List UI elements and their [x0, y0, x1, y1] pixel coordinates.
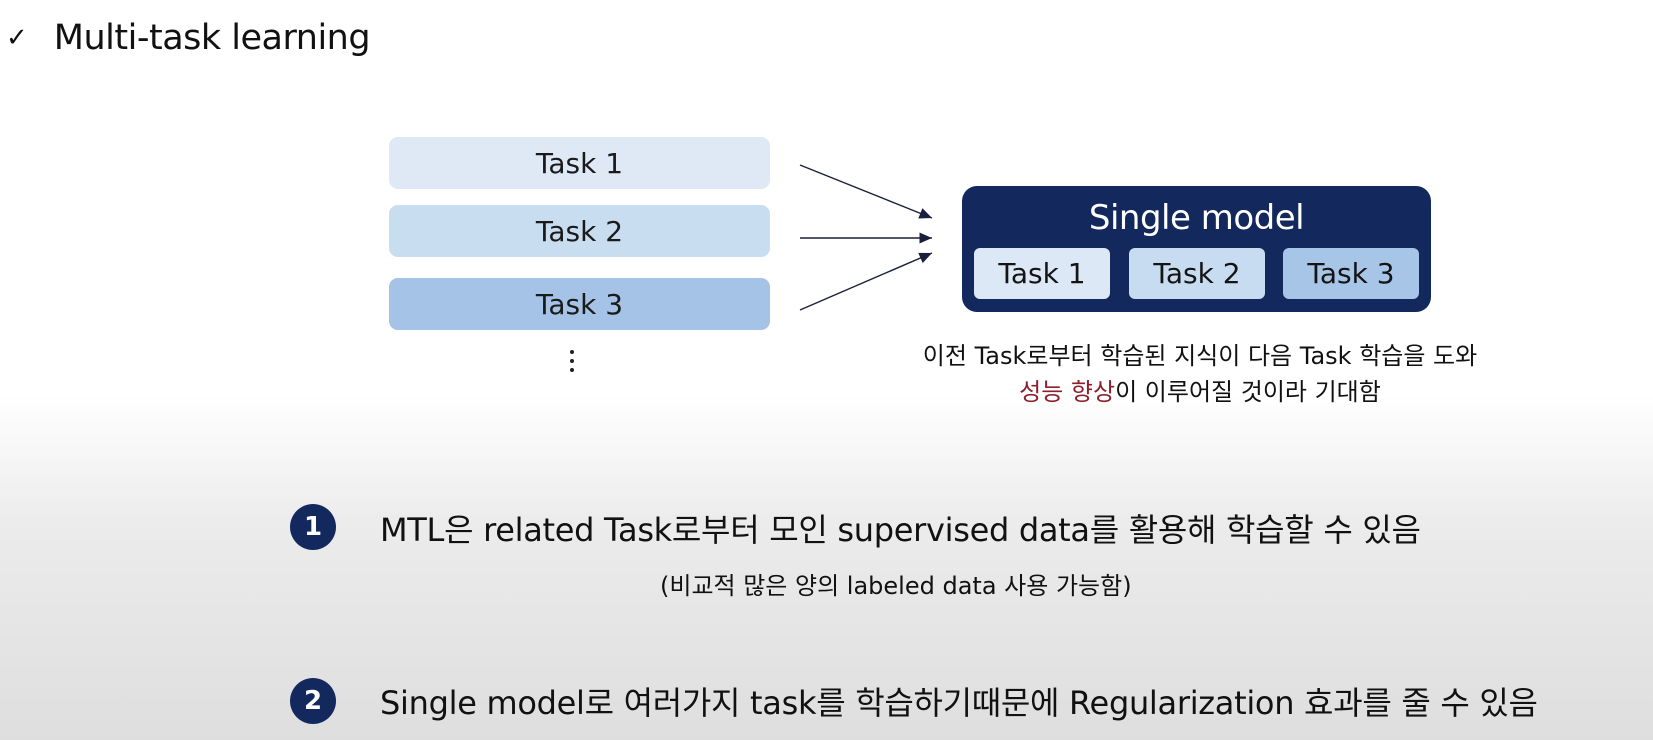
model-task-2: Task 2 [1129, 248, 1265, 299]
model-title: Single model [1088, 198, 1305, 238]
task-box-3: Task 3 [389, 278, 770, 330]
number-badge-1: 1 [290, 504, 336, 550]
task-box-2: Task 2 [389, 205, 770, 257]
ellipsis-icon [568, 350, 576, 377]
single-model-box: Single model Task 1 Task 2 Task 3 [962, 186, 1431, 312]
highlight-text: 성능 향상 [1019, 378, 1116, 406]
model-description: 이전 Task로부터 학습된 지식이 다음 Task 학습을 도와 성능 향상이… [850, 338, 1550, 410]
model-task-3: Task 3 [1283, 248, 1419, 299]
number-badge-2: 2 [290, 678, 336, 724]
arrow-3 [799, 252, 933, 311]
task-box-1: Task 1 [389, 137, 770, 189]
model-task-1: Task 1 [974, 248, 1110, 299]
description-line-2-rest: 이 이루어질 것이라 기대함 [1115, 378, 1381, 406]
section-heading: ✓ Multi-task learning [6, 18, 371, 58]
point-2-text: Single model로 여러가지 task를 학습하기때문에 Regular… [380, 684, 1538, 722]
description-line-1: 이전 Task로부터 학습된 지식이 다음 Task 학습을 도와 [922, 342, 1478, 370]
slide-title: Multi-task learning [53, 18, 371, 58]
point-1-text: MTL은 related Task로부터 모인 supervised data를… [380, 511, 1421, 549]
point-1-note: (비교적 많은 양의 labeled data 사용 가능함) [660, 572, 1132, 600]
description-line-2: 성능 향상이 이루어질 것이라 기대함 [850, 374, 1550, 410]
arrows-to-model [799, 164, 933, 311]
check-icon: ✓ [6, 23, 28, 53]
arrow-1 [799, 164, 933, 219]
